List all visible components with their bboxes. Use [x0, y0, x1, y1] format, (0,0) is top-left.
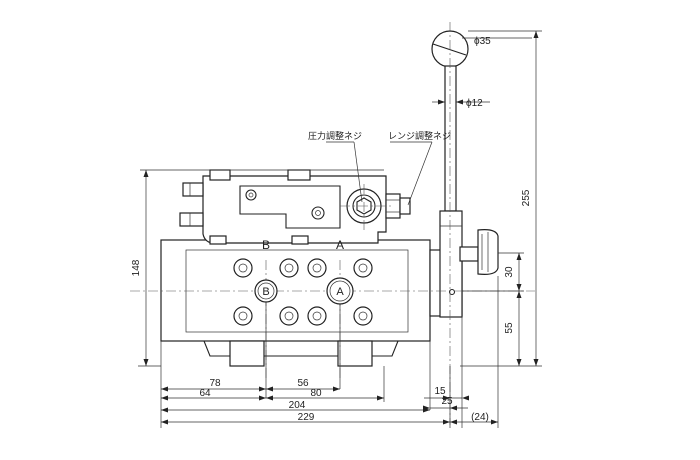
bolt	[353, 306, 373, 326]
port-a-label: A	[336, 238, 344, 252]
dim-78: 78	[209, 378, 221, 389]
dim-total-height: 255	[521, 189, 532, 206]
port-a-face-label: A	[336, 286, 344, 298]
horizontal-dimensions: 78 56 64 80 204 15 25	[160, 276, 499, 428]
dim-56: 56	[297, 378, 309, 389]
face-bolts	[233, 258, 373, 326]
dim-body-height: 148	[131, 259, 142, 276]
dim-229: 229	[298, 412, 315, 423]
port-b-label: B	[262, 238, 270, 252]
bolt	[233, 258, 253, 278]
range-screw-callout: レンジ調整ネジ	[388, 130, 451, 206]
dim-15: 15	[434, 386, 446, 397]
port-b-face-label: B	[262, 286, 269, 298]
knob-diameter-label: ϕ35	[474, 36, 491, 47]
knob-diameter-callout: ϕ35	[462, 36, 532, 47]
lever-diameter-label: ϕ12	[466, 98, 483, 109]
bolt	[279, 258, 299, 278]
dim-64: 64	[199, 388, 211, 399]
vertical-dimensions: 148 255 30 55	[131, 30, 542, 367]
dim-24: (24)	[471, 412, 489, 423]
dim-204: 204	[289, 400, 306, 411]
range-screw-label: レンジ調整ネジ	[388, 130, 451, 141]
bolt	[307, 258, 327, 278]
bolt	[353, 258, 373, 278]
pressure-screw-label: 圧力調整ネジ	[308, 130, 362, 141]
bolt	[307, 306, 327, 326]
dim-25: 25	[441, 396, 453, 407]
dim-upper-offset: 30	[504, 266, 515, 278]
pilot-valve	[179, 169, 411, 245]
bolt	[279, 306, 299, 326]
dim-80: 80	[310, 388, 322, 399]
valve-body	[160, 239, 463, 367]
lever-assembly	[431, 30, 499, 318]
lever-diameter-callout: ϕ12	[432, 98, 490, 109]
bolt	[233, 306, 253, 326]
dim-lower-offset: 55	[504, 322, 515, 334]
pressure-screw-callout: 圧力調整ネジ	[308, 130, 363, 203]
